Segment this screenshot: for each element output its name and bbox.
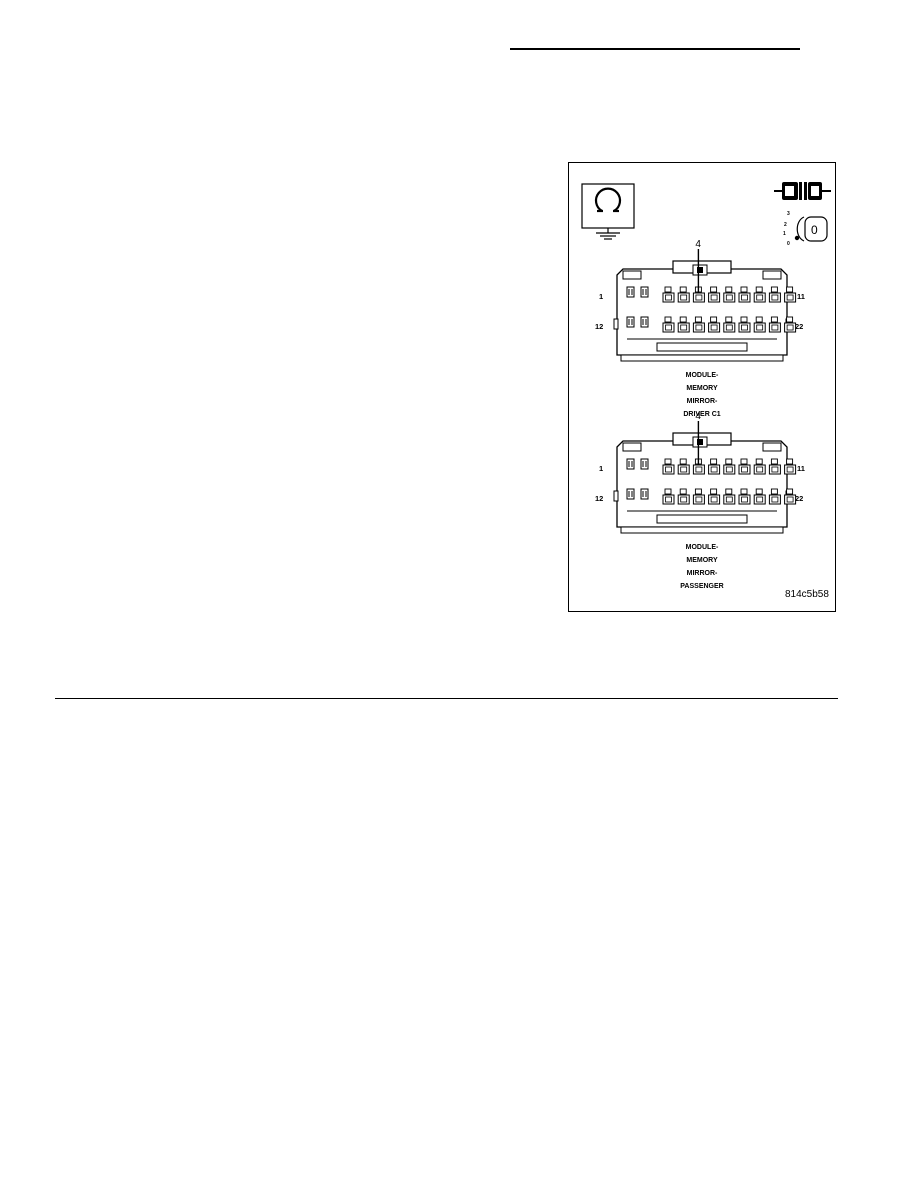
pin-cavity [723, 488, 736, 505]
lower-guide [656, 342, 748, 352]
connector-name-line: PASSENGER [680, 583, 723, 590]
connector-name-line: MIRROR- [687, 570, 718, 577]
pin-cavity [738, 488, 751, 505]
pin-cavity [677, 458, 690, 475]
pin-cavity [692, 316, 705, 333]
pin-cavity [708, 286, 721, 303]
pin-cavity [738, 286, 751, 303]
pin-cavity [640, 286, 649, 298]
pin-cavity [662, 488, 675, 505]
pin-cavity [677, 316, 690, 333]
pin-cavity [708, 316, 721, 333]
pin-cavity [662, 286, 675, 303]
pin-cavity [626, 458, 635, 470]
callout-pin-label: 4 [695, 239, 701, 250]
ohmmeter-icon [581, 183, 635, 240]
connector-name-line: MODULE- [686, 372, 719, 379]
pin-cavity [640, 458, 649, 470]
pin-label-11: 11 [797, 464, 805, 473]
latch-lock [697, 439, 703, 445]
pin-cavity [753, 488, 766, 505]
connector-disconnect-icon [774, 182, 831, 200]
pin-label-1: 1 [599, 292, 603, 301]
callout-pin-label: 4 [695, 411, 701, 422]
pin-cavity [738, 458, 751, 475]
pin-cavity [708, 488, 721, 505]
corner-tab [762, 442, 782, 452]
corner-tab [762, 270, 782, 280]
corner-tab [622, 270, 642, 280]
pin-cavity [640, 488, 649, 500]
ignition-state-label: 0 [811, 223, 818, 237]
connector-body [616, 440, 788, 528]
pin-cavity [784, 488, 797, 505]
pin-cavity [626, 316, 635, 328]
pin-cavity [677, 488, 690, 505]
pin-label-12: 12 [595, 322, 603, 331]
ignition-position-label: 3 [787, 211, 790, 217]
pin-cavity [626, 488, 635, 500]
ignition-position-label: 0 [787, 241, 790, 247]
pin-cavity [753, 286, 766, 303]
pin-cavity [784, 286, 797, 303]
header-rule [510, 48, 800, 50]
pin-cavity [784, 316, 797, 333]
lower-guide [656, 514, 748, 524]
connector-name-line: MODULE- [686, 544, 719, 551]
pin-cavity [753, 316, 766, 333]
ignition-position-label: 1 [783, 231, 786, 237]
pin-label-12: 12 [595, 494, 603, 503]
corner-tab [622, 442, 642, 452]
pin-cavity [723, 316, 736, 333]
pin-cavity [753, 458, 766, 475]
pin-label-1: 1 [599, 464, 603, 473]
latch-lock [697, 267, 703, 273]
ignition-key-off-icon: 0 3 2 1 0 [783, 211, 828, 247]
pin-cavity [626, 286, 635, 298]
pin-cavity [768, 286, 781, 303]
connector-name-line: MEMORY [686, 557, 718, 564]
pin-cavity [662, 316, 675, 333]
pin-cavity [768, 316, 781, 333]
pin-cavity [662, 458, 675, 475]
connector-name-line: MEMORY [686, 385, 718, 392]
side-key [613, 318, 619, 330]
pin-cavity [768, 488, 781, 505]
connector-base [620, 354, 784, 362]
pin-cavity [677, 286, 690, 303]
connector-body [616, 268, 788, 356]
section-rule [55, 698, 838, 699]
pin-cavity [768, 458, 781, 475]
pin-cavity [708, 458, 721, 475]
figure-id: 814c5b58 [785, 589, 829, 600]
pin-label-22: 22 [795, 322, 803, 331]
connector-base [620, 526, 784, 534]
side-key [613, 490, 619, 502]
pin-label-11: 11 [797, 292, 805, 301]
connector-name-line: DRIVER C1 [683, 411, 720, 418]
pin-cavity [784, 458, 797, 475]
pin-cavity [723, 286, 736, 303]
pin-label-22: 22 [795, 494, 803, 503]
ignition-position-label: 2 [784, 222, 787, 228]
pin-cavity [640, 316, 649, 328]
connector-name-line: MIRROR- [687, 398, 718, 405]
pin-cavity [738, 316, 751, 333]
pin-cavity [723, 458, 736, 475]
pin-cavity [692, 488, 705, 505]
